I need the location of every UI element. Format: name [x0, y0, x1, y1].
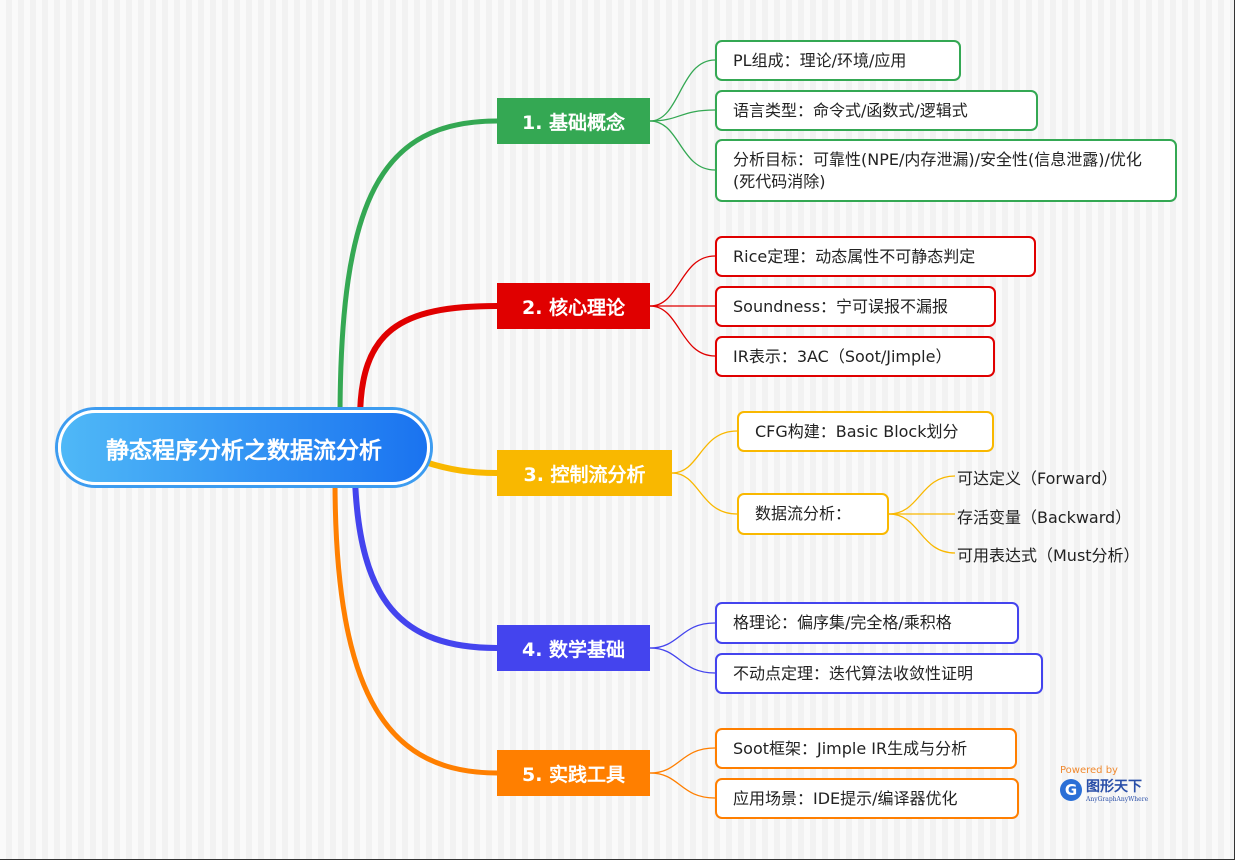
leaf-node[interactable]: 应用场景：IDE提示/编译器优化 [715, 778, 1019, 819]
leaf-node[interactable]: Rice定理：动态属性不可静态判定 [715, 236, 1036, 277]
branch-practice-tools[interactable]: 5. 实践工具 [497, 750, 650, 796]
brand-g-icon: G [1060, 778, 1082, 801]
leaf-node[interactable]: 数据流分析： [737, 493, 889, 535]
connector-root-4 [352, 479, 498, 651]
connector-root-3 [424, 459, 498, 476]
leaf-node[interactable]: PL组成：理论/环境/应用 [715, 40, 961, 81]
powered-by-text: Powered by [1060, 765, 1118, 776]
leaf-node[interactable]: IR表示：3AC（Soot/Jimple） [715, 336, 995, 377]
leaf-node[interactable]: Soundness：宁可误报不漏报 [715, 286, 996, 327]
sub-leaf[interactable]: 存活变量（Backward） [957, 508, 1132, 527]
leaf-node[interactable]: CFG构建：Basic Block划分 [737, 411, 994, 452]
branch-control-flow[interactable]: 3. 控制流分析 [497, 450, 672, 496]
leaf-node[interactable]: 分析目标：可靠性(NPE/内存泄漏)/安全性(信息泄露)/优化(死代码消除) [715, 139, 1177, 202]
connector-root-5 [332, 479, 498, 776]
brand-name: 图形天下 [1086, 779, 1142, 795]
connector-root-1 [337, 118, 498, 421]
sub-leaf[interactable]: 可用表达式（Must分析） [957, 546, 1140, 565]
branch-core-theory[interactable]: 2. 核心理论 [497, 283, 650, 329]
sub-leaf[interactable]: 可达定义（Forward） [957, 469, 1118, 488]
branch-math-foundation[interactable]: 4. 数学基础 [497, 625, 650, 671]
leaf-node[interactable]: 格理论：偏序集/完全格/乘积格 [715, 602, 1019, 644]
leaf-node[interactable]: Soot框架：Jimple IR生成与分析 [715, 728, 1017, 769]
root-node[interactable]: 静态程序分析之数据流分析 [58, 410, 430, 485]
branch-basic-concepts[interactable]: 1. 基础概念 [497, 98, 650, 144]
leaf-node[interactable]: 不动点定理：迭代算法收敛性证明 [715, 653, 1043, 694]
leaf-node[interactable]: 语言类型：命令式/函数式/逻辑式 [715, 90, 1038, 131]
watermark-logo: Powered by G 图形天下 AnyGraphAnyWhere [1060, 765, 1148, 803]
brand-tagline: AnyGraphAnyWhere [1086, 796, 1149, 803]
connector-root-2 [357, 303, 498, 421]
